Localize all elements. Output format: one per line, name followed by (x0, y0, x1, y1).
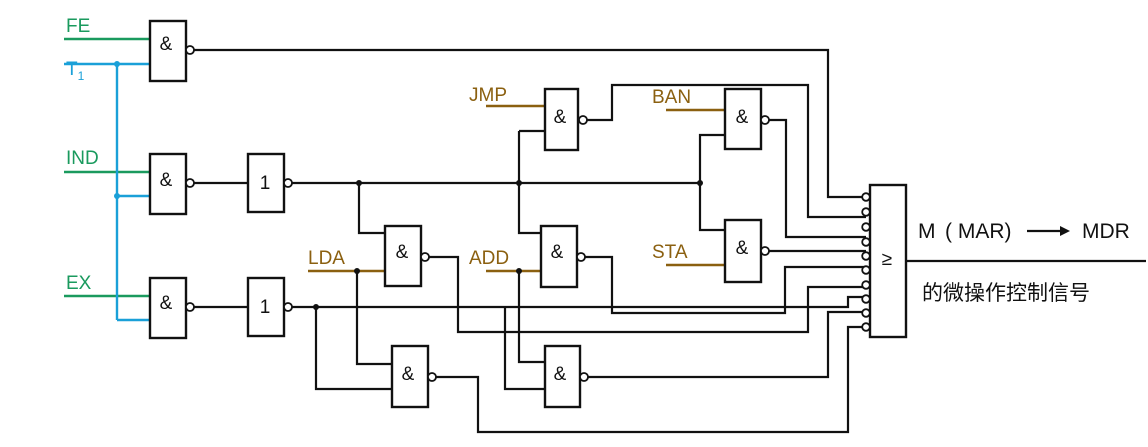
and-gate-sta: & (723, 218, 770, 284)
t1-junction-dot (114, 61, 120, 67)
output-mdr-label: MDR (1082, 220, 1130, 243)
label-lda: LDA (308, 248, 345, 269)
label-ind: IND (66, 148, 99, 169)
brown-input-lines (308, 104, 725, 273)
label-sta: STA (652, 242, 688, 263)
junction-dots (313, 180, 703, 310)
and-gate-add: & (539, 224, 586, 289)
gate-symbol: & (554, 107, 567, 128)
arrow-right-icon (1027, 226, 1070, 236)
inverter-ind: 1 (246, 152, 293, 214)
gate-symbol: 1 (260, 173, 271, 194)
and-gate-add-ex: & (543, 344, 589, 409)
gate-symbol: & (160, 170, 173, 191)
green-input-lines (64, 37, 150, 298)
and-gate-fe-t1: & (148, 19, 195, 83)
inverter-ex: 1 (246, 276, 293, 338)
gate-symbol: & (554, 364, 567, 385)
blue-t1-bus (64, 62, 150, 322)
label-add: ADD (469, 248, 509, 269)
gate-symbol: & (402, 364, 415, 385)
gate-symbol: & (160, 293, 173, 314)
gate-symbol: & (396, 242, 409, 263)
output-m-label: M (918, 220, 936, 243)
label-ex: EX (66, 273, 92, 294)
gate-symbol: 1 (260, 297, 271, 318)
and-gate-lda-ex: & (390, 344, 437, 409)
t1-junction-dot (114, 193, 120, 199)
label-fe: FE (66, 16, 90, 37)
gate-symbol: & (160, 34, 173, 55)
or-gate-output: ≥ (861, 183, 908, 339)
or-gate-symbol: ≥ (882, 249, 892, 270)
output-caption: 的微操作控制信号 (922, 281, 1090, 305)
and-gate-lda: & (383, 224, 430, 288)
gate-symbol: & (736, 107, 749, 128)
label-t1: T1 (66, 59, 85, 83)
and-gate-ban: & (723, 87, 770, 151)
output-mar-label: ( MAR) (945, 220, 1012, 243)
gate-symbol: & (736, 238, 749, 259)
and-gate-jmp: & (543, 87, 588, 152)
and-gate-ind: & (148, 152, 195, 216)
gate-symbol: & (551, 242, 564, 263)
wires (192, 48, 1146, 434)
and-gate-ex: & (148, 276, 195, 340)
label-jmp: JMP (469, 85, 507, 106)
label-ban: BAN (652, 87, 691, 108)
